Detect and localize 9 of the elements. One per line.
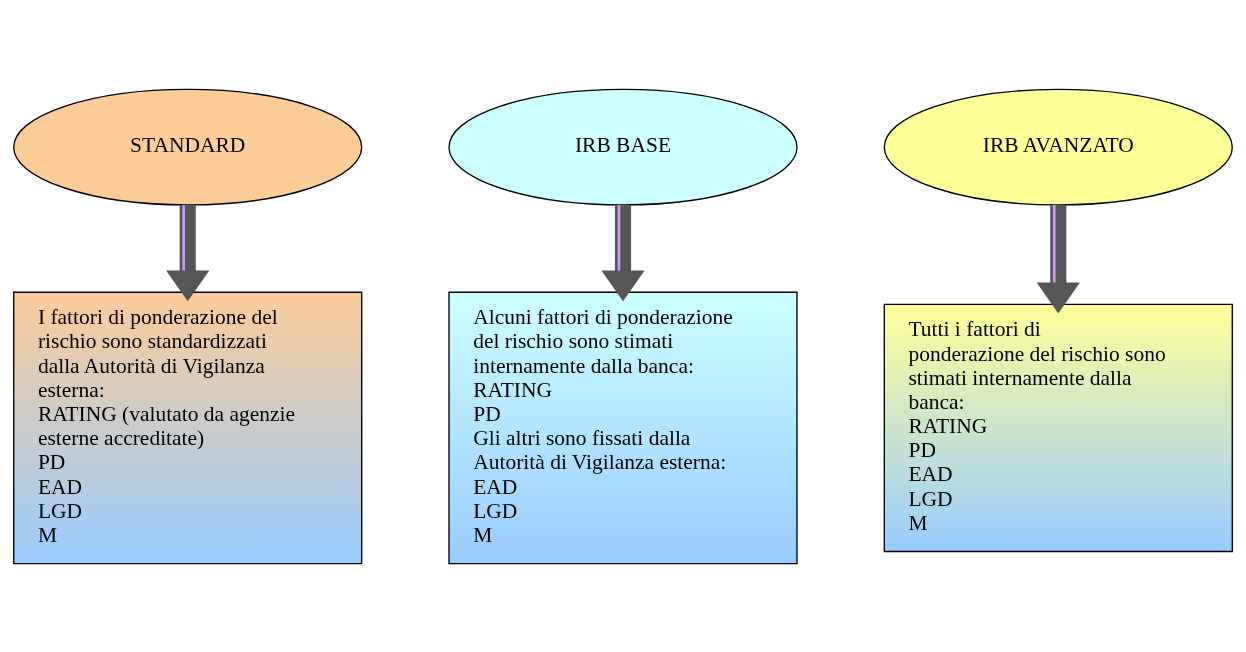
node-ellipse: IRB BASE <box>448 88 798 206</box>
node-box: Alcuni fattori di ponderazione del rischio sono stimati internamente dalla banca: RATING PD Gli altri sono fissati dalla Autorità di Vigilanza esterna: EAD LGD M <box>448 291 798 564</box>
arrow <box>166 204 210 301</box>
node-box: I fattori di ponderazione del rischio sono standardizzati dalla Autorità di Vigilanza esterna: RATING (valutato da agenzie esterne accreditate) PD EAD LGD M <box>13 291 363 564</box>
node-box: Tutti i fattori di ponderazione del rischio sono stimati internamente dalla banca: RATING PD EAD LGD M <box>883 303 1233 552</box>
node-ellipse: STANDARD <box>13 88 363 206</box>
node-ellipse: IRB AVANZATO <box>883 88 1233 206</box>
arrow <box>601 204 645 301</box>
arrow <box>1036 204 1080 313</box>
